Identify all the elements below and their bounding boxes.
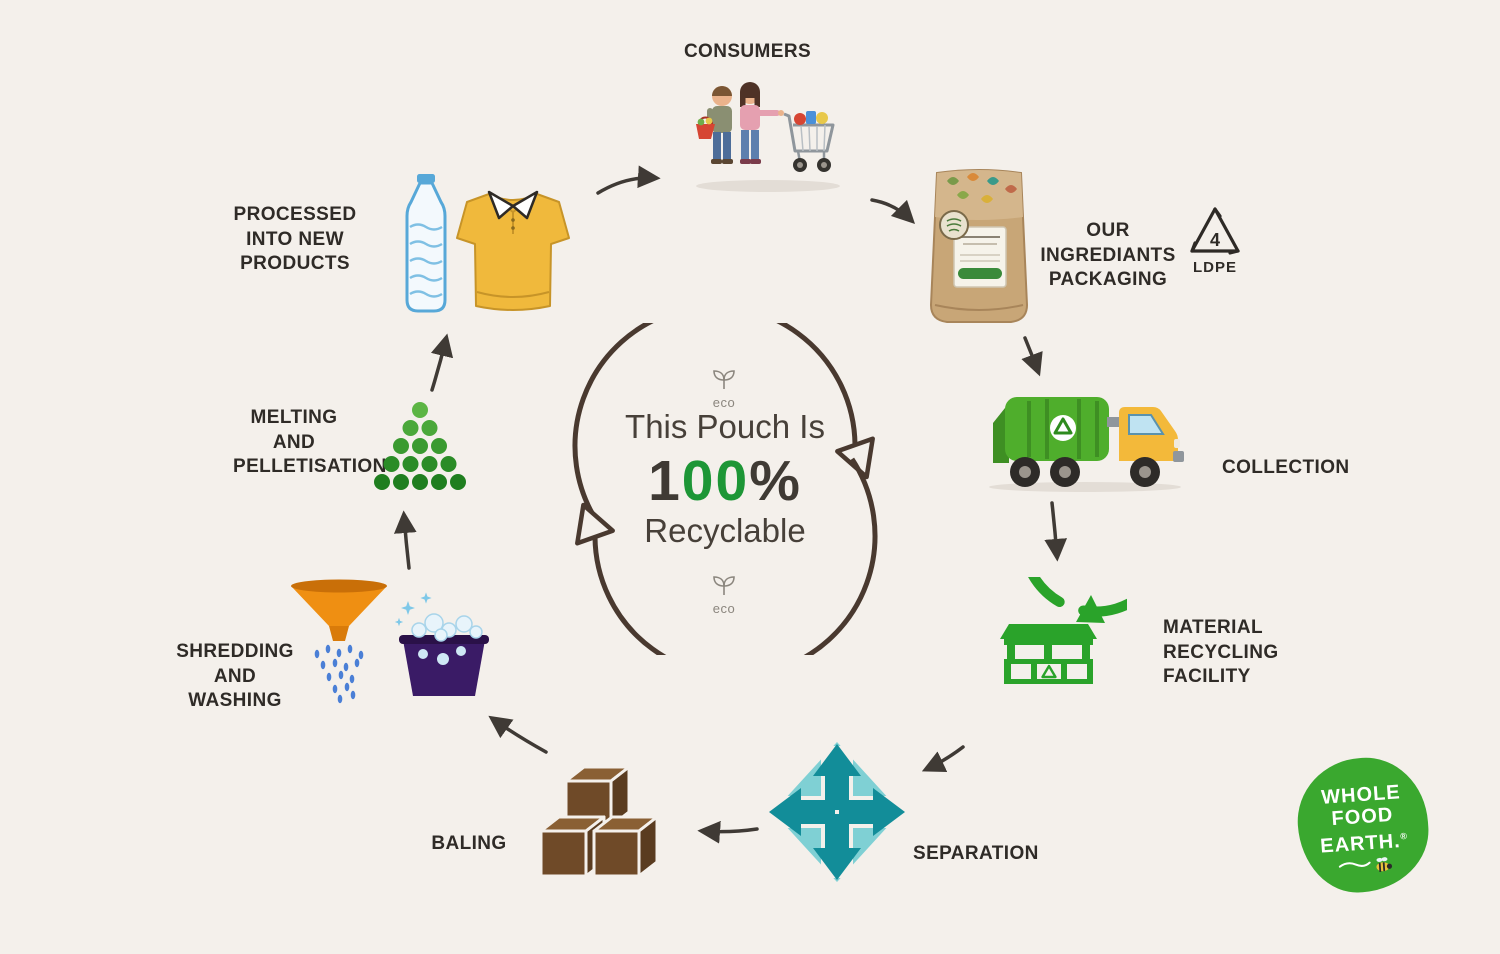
arrow-packaging-to-collection <box>1021 336 1043 377</box>
arrow-collection-to-mrf <box>1044 501 1068 562</box>
material-recycling-facility-icon <box>1000 577 1127 684</box>
center-subline: Recyclable <box>644 512 806 549</box>
eco-sprout-top: eco <box>694 362 754 410</box>
ldpe-number: 4 <box>1210 230 1220 250</box>
logo-squiggle-and-bee-icon <box>1338 856 1393 872</box>
shredding-label: SHREDDING AND WASHING <box>176 641 294 712</box>
pct-zeros: 00 <box>681 449 750 513</box>
shredding-washing-icon <box>291 579 489 704</box>
pct-one: 1 <box>648 449 682 513</box>
separation-label: SEPARATION <box>913 843 1039 864</box>
recycle-loop-icon <box>572 323 878 655</box>
sprout-icon <box>713 576 735 595</box>
bottle-and-shirt-icon <box>405 174 570 313</box>
ldpe-recycling-triangle-icon: 4 <box>1190 207 1240 255</box>
pouch-icon <box>929 169 1029 323</box>
consumers-label: CONSUMERS <box>683 41 812 62</box>
arrow-products-to-consumers <box>596 165 661 195</box>
melting-label: MELTING AND PELLETISATION <box>233 407 387 478</box>
registered-mark: ® <box>1399 830 1409 842</box>
ldpe-code-label: LDPE <box>1192 259 1237 276</box>
eco-text-top: eco <box>712 395 736 410</box>
eco-text-bottom: eco <box>712 601 736 616</box>
sprout-icon <box>713 370 735 389</box>
arrow-separation-to-baling <box>697 820 759 844</box>
garbage-truck-icon <box>989 397 1184 492</box>
consumers-icon <box>696 82 840 192</box>
center-headline: This Pouch Is <box>625 408 825 445</box>
eco-sprout-bottom: eco <box>694 568 754 616</box>
arrow-shredding-to-melting <box>393 510 417 570</box>
pellets-pyramid-icon <box>374 402 466 490</box>
packaging-label: OUR INGREDIANTS PACKAGING <box>1040 220 1176 291</box>
processed-label: PROCESSED INTO NEW PRODUCTS <box>233 204 357 275</box>
whole-food-earth-logo: WHOLE FOOD EARTH.® <box>1293 753 1433 897</box>
baling-label: BALING <box>431 833 507 854</box>
arrow-melting-to-products <box>430 333 454 392</box>
mrf-label: MATERIAL RECYCLING FACILITY <box>1163 617 1279 688</box>
separation-icon <box>769 742 905 882</box>
center-percentage: 100% <box>600 448 850 514</box>
baling-cubes-icon <box>539 765 659 878</box>
arrow-mrf-to-separation <box>921 745 965 772</box>
collection-label: COLLECTION <box>1222 457 1350 478</box>
arrow-consumers-to-packaging <box>870 198 916 225</box>
pct-sign: % <box>749 449 802 513</box>
